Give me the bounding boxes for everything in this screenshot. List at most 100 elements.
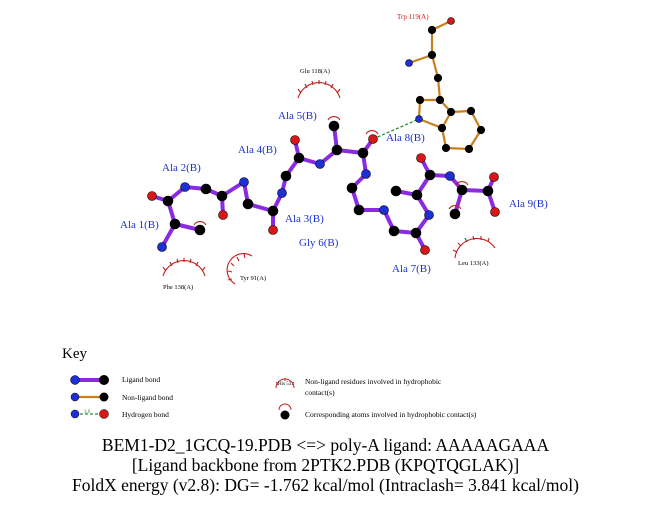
tyr91-arc — [226, 253, 253, 285]
label-ala4: Ala 4(B) — [238, 144, 277, 156]
atom-c — [267, 205, 279, 217]
atom-c — [162, 195, 174, 207]
atom-fringe — [327, 116, 341, 121]
atom-fringe — [193, 221, 207, 226]
label-leu133: Leu 133(A) — [458, 260, 489, 267]
label-ala2: Ala 2(B) — [162, 162, 201, 174]
atom-n — [157, 242, 167, 252]
atom-n — [277, 188, 287, 198]
label-phe138: Phe 138(A) — [163, 284, 193, 291]
atom-c — [216, 190, 228, 202]
key-nonligand-residues-line2: contact(s) — [305, 388, 335, 397]
caption-line-1: BEM1-D2_1GCQ-19.PDB <=> poly-A ligand: A… — [101, 435, 550, 455]
phe138-arc — [162, 258, 206, 277]
key-hydrogen-bond: 3.0 Hydrogen bond — [70, 409, 169, 419]
atom-c — [194, 224, 206, 236]
label-ala7: Ala 7(B) — [392, 263, 431, 275]
atom-c — [446, 107, 456, 117]
atom-o — [218, 210, 228, 220]
label-gly6: Gly 6(B) — [299, 237, 339, 249]
key-corresponding-atoms-label: Corresponding atoms involved in hydropho… — [305, 410, 477, 419]
atom-c — [427, 50, 437, 60]
atom-c — [328, 120, 340, 132]
atom-n — [361, 169, 371, 179]
atom-n — [239, 177, 249, 187]
atom-fringe — [455, 181, 469, 186]
key-title: Key — [62, 346, 87, 362]
atom-fringe — [365, 130, 379, 135]
atom-n — [315, 159, 325, 169]
atom-c — [280, 170, 292, 182]
atom-c — [357, 147, 369, 159]
caption-line-2: [Ligand backbone from 2PTK2.PDB (KPQTQGL… — [131, 455, 520, 475]
atom-o — [147, 191, 157, 201]
key-corresponding-atoms: Corresponding atoms involved in hydropho… — [278, 403, 477, 420]
atom-c — [410, 227, 422, 239]
atom-n — [379, 205, 389, 215]
atom-c — [242, 198, 254, 210]
atom-c — [424, 169, 436, 181]
atom-o — [290, 135, 300, 145]
atom-c — [200, 183, 212, 195]
label-ala9: Ala 9(B) — [509, 198, 548, 210]
hydrophobic-arcs — [162, 80, 496, 285]
label-trp119: Trp 119(A) — [397, 13, 429, 21]
key: Key Ligand bond Non-ligand bond 3.0 Hydr… — [62, 346, 477, 420]
key-hydrogen-bond-label: Hydrogen bond — [122, 410, 169, 419]
atom-c — [353, 204, 365, 216]
key-nonligand-residues-line1: Non-ligand residues involved in hydropho… — [305, 377, 442, 386]
atom-n — [180, 182, 190, 192]
atom-o — [420, 245, 430, 255]
key-nonligand-residues: His 53 Non-ligand residues involved in h… — [275, 377, 442, 397]
atom-c — [482, 185, 494, 197]
atom-fringe — [448, 205, 462, 210]
atom-c — [411, 189, 423, 201]
caption-line-3: FoldX energy (v2.8): DG= -1.762 kcal/mol… — [72, 475, 579, 495]
atom-c — [346, 182, 358, 194]
atom-o — [490, 207, 500, 217]
label-ala5: Ala 5(B) — [278, 110, 317, 122]
atom-o — [447, 17, 455, 25]
key-ligand-bond-label: Ligand bond — [122, 375, 160, 384]
atom-n — [424, 210, 434, 220]
key-nonligand-bond-label: Non-ligand bond — [122, 393, 173, 402]
atom-c — [437, 123, 447, 133]
atom-n — [405, 59, 413, 67]
atom-c — [415, 95, 425, 105]
label-ala1: Ala 1(B) — [120, 219, 159, 231]
atom-c — [169, 218, 181, 230]
atom-c — [456, 184, 468, 196]
atom-o — [416, 153, 426, 163]
atom-c — [466, 106, 476, 116]
label-ala3: Ala 3(B) — [285, 213, 324, 225]
atom-c — [441, 143, 451, 153]
atom-c — [433, 73, 443, 83]
key-nonligand-bond: Non-ligand bond — [70, 392, 173, 402]
atom-o — [489, 172, 499, 182]
key-ligand-bond: Ligand bond — [70, 375, 160, 385]
key-his-example: His 53 — [278, 382, 292, 387]
atoms — [147, 17, 500, 255]
atom-c — [476, 125, 486, 135]
atom-n — [445, 171, 455, 181]
hydrogen-bond — [372, 118, 420, 140]
atom-c — [293, 152, 305, 164]
label-tyr91: Tyr 91(A) — [240, 275, 266, 282]
atom-c — [427, 25, 437, 35]
glu118-arc — [297, 80, 341, 99]
atom-o — [268, 225, 278, 235]
leu133-arc — [452, 235, 496, 259]
label-glu118: Glu 118(A) — [300, 68, 330, 75]
atom-c — [435, 95, 445, 105]
atom-o — [368, 134, 378, 144]
key-hbond-value: 3.0 — [84, 410, 91, 415]
atom-c — [390, 185, 402, 197]
atom-c — [388, 225, 400, 237]
residue-labels: Ala 1(B) Ala 2(B) Ala 3(B) Ala 4(B) Ala … — [120, 13, 548, 291]
atom-n — [415, 115, 423, 123]
atom-c — [449, 208, 461, 220]
atom-c — [331, 144, 343, 156]
atom-c — [464, 144, 474, 154]
label-ala8: Ala 8(B) — [386, 132, 425, 144]
